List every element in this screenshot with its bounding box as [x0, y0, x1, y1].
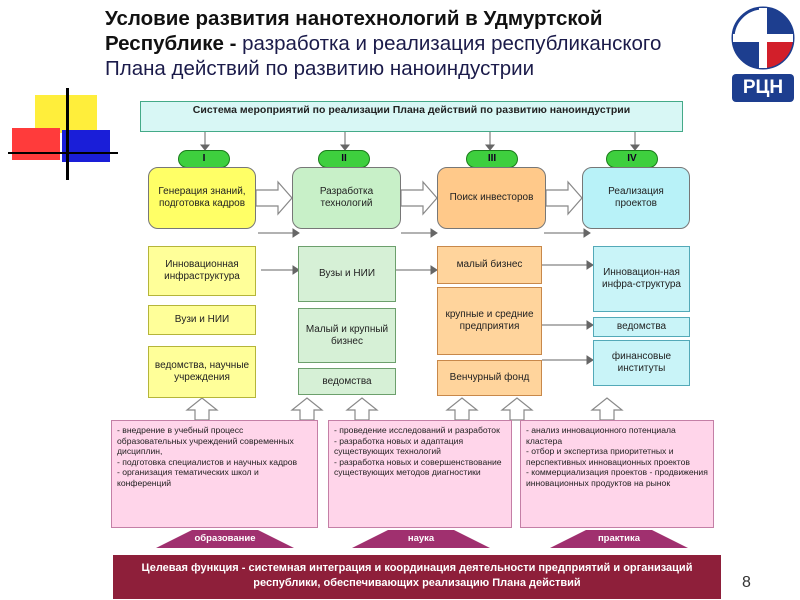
stage-2-numeral: II: [318, 150, 370, 168]
education-line: - организация тематических школ и конфер…: [117, 467, 259, 488]
science-line: - разработка новых и совершенствование с…: [334, 456, 502, 478]
practice-line: - коммерциализация проектов - продвижени…: [526, 467, 708, 488]
science-base-label: наука: [407, 533, 435, 544]
stage-investor-search: Поиск инвесторов: [437, 167, 546, 229]
target-function-banner: Целевая функция - системная интеграция и…: [113, 555, 721, 599]
practice-line: - анализ инновационного потенциала класт…: [526, 425, 676, 446]
col4-financial-institutions: финансовые институты: [593, 340, 690, 386]
slide-title: Условие развития нанотехнологий в Удмурт…: [105, 6, 715, 81]
page-number: 8: [742, 574, 751, 591]
slide-title-bold: Условие развития нанотехнологий в Удмурт…: [105, 7, 603, 55]
education-line: - внедрение в учебный процесс образовате…: [117, 425, 294, 457]
stage-1-numeral: I: [178, 150, 230, 168]
education-base-label: образование: [194, 533, 256, 544]
col4-innovation-infrastructure: Инновацион-ная инфра-структура: [593, 246, 690, 312]
system-of-measures-box: Система мероприятий по реализации Плана …: [140, 101, 683, 132]
decor-vertical-line: [66, 88, 69, 180]
col2-agencies: ведомства: [298, 368, 396, 395]
rcn-logo: РЦН: [728, 2, 798, 107]
col3-large-enterprises: крупные и средние предприятия: [437, 287, 542, 355]
stage-project-implementation: Реализация проектов: [582, 167, 690, 229]
science-line: - разработка новых и адаптация существую…: [334, 435, 464, 457]
science-activities-block: - проведение исследований и разработок -…: [328, 420, 512, 528]
stage-4-numeral: IV: [606, 150, 658, 168]
practice-activities-block: - анализ инновационного потенциала класт…: [520, 420, 714, 528]
science-line: - проведение исследований и разработок: [334, 425, 500, 435]
col2-universities: Вузы и НИИ: [298, 246, 396, 302]
decor-red-square: [12, 128, 60, 160]
col3-venture-fund: Венчурный фонд: [437, 360, 542, 396]
col4-agencies: ведомства: [593, 317, 690, 337]
col1-innovation-infrastructure: Инновационная инфраструктура: [148, 246, 256, 296]
stage-3-numeral: III: [466, 150, 518, 168]
decor-blue-square: [62, 130, 110, 162]
education-line: - подготовка специалистов и научных кадр…: [117, 456, 298, 467]
stage-technology-development: Разработка технологий: [292, 167, 401, 229]
col1-universities: Вузи и НИИ: [148, 305, 256, 335]
education-activities-block: - внедрение в учебный процесс образовате…: [111, 420, 318, 528]
decor-horizontal-line: [8, 152, 118, 154]
col2-business: Малый и крупный бизнес: [298, 308, 396, 363]
logo-text: РЦН: [742, 77, 784, 98]
stage-knowledge-generation: Генерация знаний, подготовка кадров: [148, 167, 256, 229]
slide-title-rest: разработка и реализация республиканского…: [105, 32, 662, 80]
col1-agencies: ведомства, научные учреждения: [148, 346, 256, 398]
practice-line: - отбор и экспертиза приоритетных и перс…: [526, 446, 690, 467]
practice-base-label: практика: [597, 533, 641, 544]
col3-small-business: малый бизнес: [437, 246, 542, 284]
